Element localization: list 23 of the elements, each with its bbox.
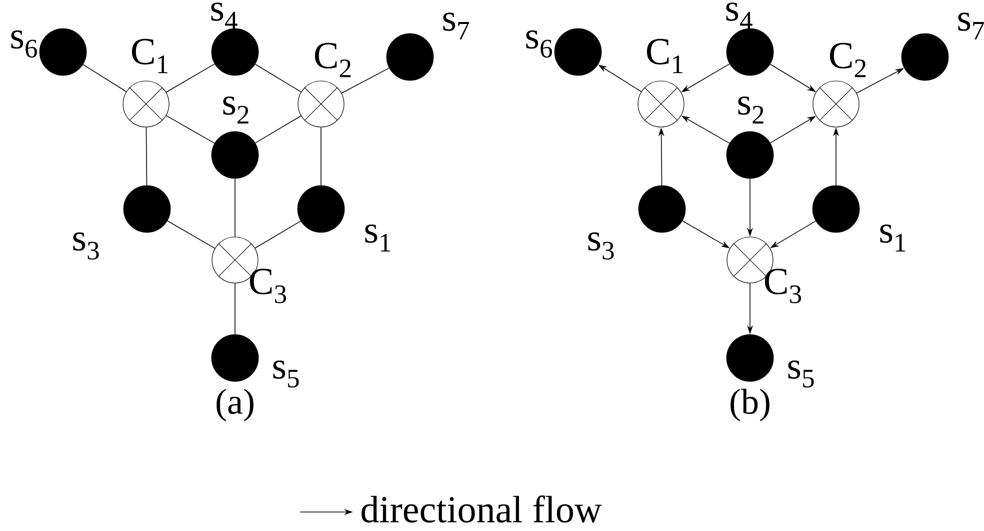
node-label: s$_{7}$ (958, 12, 984, 40)
node-label: C$_{3}$ (765, 268, 802, 304)
node-label: C$_{3}$ (250, 268, 286, 304)
node-label: s$_{7}$ (443, 12, 470, 40)
panel-caption: (a) (216, 388, 254, 422)
node-label: s$_{1}$ (880, 224, 906, 252)
legend-text: directional flow (362, 495, 602, 523)
node-label: s$_{2}$ (738, 96, 764, 124)
node-label: s$_{4}$ (211, 2, 238, 30)
node-label: C$_{2}$ (830, 42, 866, 78)
node-label: C$_{2}$ (314, 42, 351, 78)
node-label: s$_{3}$ (73, 232, 99, 260)
panel-caption: (b) (730, 388, 770, 422)
node-label: s$_{5}$ (788, 360, 814, 388)
node-label: s$_{6}$ (526, 30, 552, 58)
node-label: s$_{4}$ (726, 2, 752, 30)
node-label: s$_{2}$ (223, 96, 248, 124)
node-label: s$_{5}$ (273, 360, 299, 388)
node-label: s$_{3}$ (588, 232, 614, 260)
node-label: s$_{6}$ (11, 30, 37, 58)
node-label: s$_{1}$ (365, 224, 390, 252)
node-label: C$_{1}$ (132, 38, 168, 74)
node-label: C$_{1}$ (647, 38, 682, 74)
